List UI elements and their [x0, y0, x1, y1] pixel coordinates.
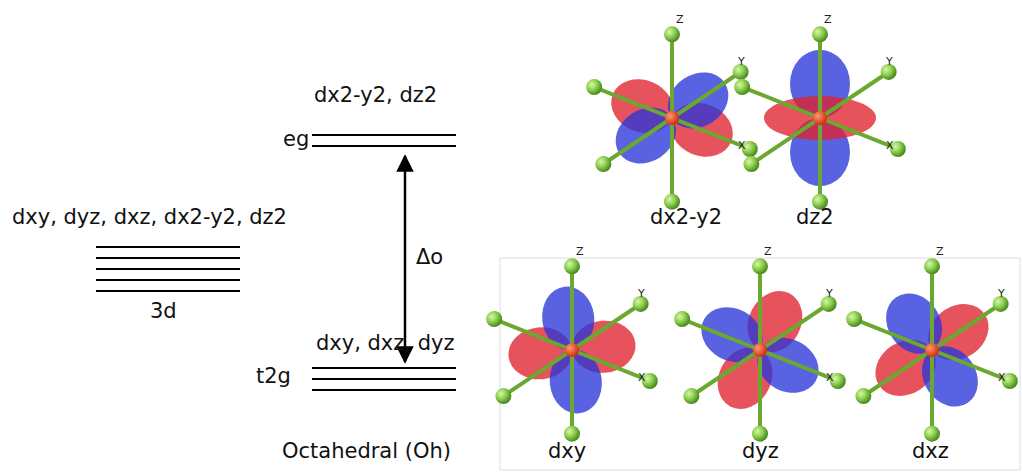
axis-label: Y — [998, 288, 1005, 300]
ligand-atom — [564, 258, 580, 274]
ligand-atom — [595, 156, 611, 172]
ligand-bond — [818, 34, 822, 118]
orbital-caption: dyz — [742, 440, 779, 463]
splitting-label: Δo — [416, 246, 443, 269]
level-label: 3d — [150, 300, 177, 323]
ligand-bond — [930, 350, 934, 434]
ligand-bond — [820, 72, 889, 118]
orbital-figure — [697, 263, 841, 418]
ligand-atom — [812, 26, 828, 42]
ligand-bond — [672, 72, 741, 118]
ligand-bond — [594, 87, 672, 118]
panel-frame — [500, 258, 1020, 470]
axis-label: X — [826, 372, 834, 384]
ligand-bond — [570, 350, 574, 434]
ligand-bond — [503, 350, 572, 396]
axis-label: X — [738, 140, 746, 152]
ligand-bond — [932, 304, 1001, 350]
ligand-atom — [664, 26, 680, 42]
orbital-figure — [509, 263, 653, 418]
orbital-caption: dz2 — [796, 206, 834, 229]
ligand-atom — [846, 311, 862, 327]
ligand-bond — [670, 34, 674, 118]
ligand-bond — [570, 266, 574, 350]
ligand-atom — [674, 311, 690, 327]
metal-atom — [753, 343, 767, 357]
ligand-bond — [572, 304, 641, 350]
ligand-bond — [670, 118, 674, 202]
ligand-bond — [494, 319, 572, 350]
axis-label: Z — [576, 246, 584, 258]
ligand-bond — [758, 350, 762, 434]
axis-label: Y — [826, 288, 833, 300]
ligand-bond — [691, 350, 760, 396]
axis-label: Y — [738, 56, 745, 68]
axis-label: X — [998, 372, 1006, 384]
orbital-caption: dx2-y2 — [650, 206, 722, 229]
metal-atom — [813, 111, 827, 125]
ligand-bond — [751, 118, 820, 164]
metal-atom — [925, 343, 939, 357]
metal-atom — [565, 343, 579, 357]
symmetry-label: Octahedral (Oh) — [282, 440, 451, 463]
ligand-atom — [734, 79, 750, 95]
orbital-lobe — [539, 284, 598, 354]
ligand-atom — [586, 79, 602, 95]
energy-levels — [96, 135, 456, 390]
orbital-figure — [609, 31, 753, 186]
ligand-bond — [863, 350, 932, 396]
level-label: t2g — [256, 365, 291, 388]
level-label: eg — [283, 128, 309, 151]
axis-label: Y — [638, 288, 645, 300]
axis-label: Z — [936, 246, 944, 258]
ligand-atom — [752, 258, 768, 274]
ligand-bond — [742, 87, 820, 118]
axis-label: Y — [886, 56, 893, 68]
orbital-set-label: dxy, dxz, dyz — [316, 332, 454, 355]
ligand-bond — [854, 319, 932, 350]
ligand-bond — [818, 118, 822, 202]
orbital-set-label: dx2-y2, dz2 — [314, 84, 437, 107]
metal-atom — [665, 111, 679, 125]
ligand-bond — [758, 266, 762, 350]
ligand-atom — [855, 388, 871, 404]
axis-label: X — [638, 372, 646, 384]
axis-label: X — [886, 140, 894, 152]
orbital-caption: dxz — [912, 440, 949, 463]
ligand-atom — [924, 258, 940, 274]
orbital-lobe — [546, 347, 605, 417]
ligand-bond — [760, 304, 829, 350]
orbital-figure — [869, 263, 1013, 418]
axis-label: Z — [676, 14, 684, 26]
ligand-atom — [683, 388, 699, 404]
ligand-bond — [930, 266, 934, 350]
axis-label: Z — [824, 14, 832, 26]
orbital-figure — [757, 31, 901, 186]
ligand-bond — [603, 118, 672, 164]
ligand-atom — [495, 388, 511, 404]
orbital-set-label: dxy, dyz, dxz, dx2-y2, dz2 — [12, 206, 287, 229]
ligand-atom — [486, 311, 502, 327]
ligand-atom — [743, 156, 759, 172]
ligand-bond — [682, 319, 760, 350]
axis-label: Z — [764, 246, 772, 258]
orbital-caption: dxy — [548, 440, 586, 463]
